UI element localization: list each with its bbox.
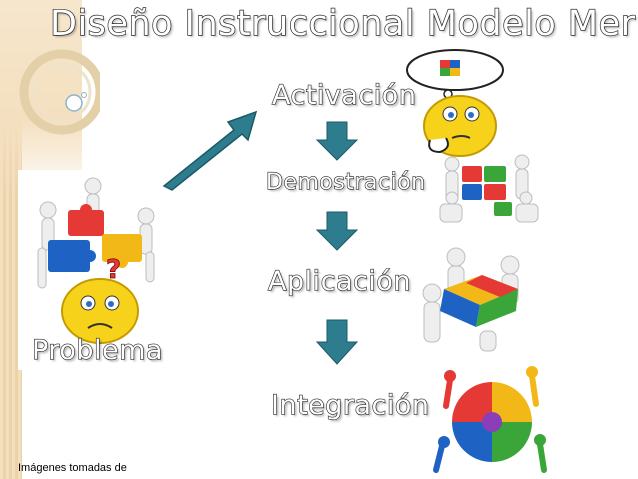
question-face-icon: ? xyxy=(61,255,139,344)
diagonal-arrow-icon xyxy=(162,110,258,191)
step-application: Aplicación xyxy=(267,265,411,297)
puzzle-team-icon xyxy=(37,177,155,289)
thinking-face-icon xyxy=(406,49,504,157)
page-title: Diseño Instruccional Modelo Merill xyxy=(49,3,638,44)
svg-text:?: ? xyxy=(106,255,121,285)
problem-label: Problema xyxy=(31,334,163,366)
problem-illustration: ? xyxy=(18,170,168,370)
down-arrow-icon xyxy=(315,211,359,251)
puzzle-team-icon xyxy=(439,154,539,223)
puzzle-team-icon xyxy=(422,247,520,352)
down-arrow-icon xyxy=(315,121,359,161)
puzzle-team-icon xyxy=(433,366,547,473)
step-demonstration: Demostración xyxy=(265,169,426,195)
decorative-circles xyxy=(19,49,100,135)
step-integration: Integración xyxy=(270,389,430,421)
image-credit-caption: Imágenes tomadas de xyxy=(18,462,127,474)
step-activation: Activación xyxy=(271,79,417,111)
down-arrow-icon xyxy=(315,319,359,365)
